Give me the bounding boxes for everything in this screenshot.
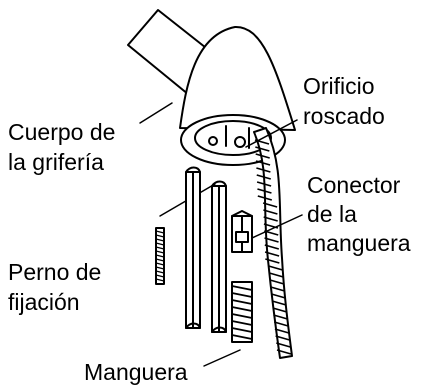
rib-line (255, 153, 270, 159)
label-mounting-stud-line2: fijación (8, 289, 80, 315)
rib-line (231, 313, 253, 319)
rib-line (257, 195, 273, 201)
rib-line (155, 270, 165, 274)
rib-line (155, 250, 165, 254)
rib-line (256, 167, 271, 173)
rib-line (269, 279, 285, 285)
rib-line (231, 292, 253, 298)
leader-hose (203, 349, 241, 367)
label-hose-line1: Manguera (84, 359, 188, 385)
hose-segment (231, 281, 253, 343)
label-hose-connector-line3: manguera (307, 230, 411, 256)
rib-line (270, 286, 285, 292)
rib-line (269, 272, 284, 278)
mounting-sleeve (185, 166, 201, 329)
rib-line (263, 209, 278, 215)
mounting-stud (155, 227, 165, 285)
hose-connector (231, 210, 253, 253)
leader-threaded-hole (245, 119, 298, 148)
rib-line (275, 335, 290, 341)
rib-line (256, 181, 272, 187)
label-mounting-stud-line1: Perno de (8, 259, 101, 285)
rib-line (155, 258, 165, 262)
rib-line (263, 216, 278, 222)
rib-line (268, 265, 283, 271)
rib-line (155, 246, 165, 250)
rib-line (231, 327, 253, 333)
rib-line (273, 321, 289, 327)
rib-line (256, 174, 271, 180)
rib-line (155, 242, 165, 246)
rib-line (155, 274, 165, 278)
faucet-body (179, 25, 296, 166)
rib-line (276, 349, 292, 355)
rib-line (264, 244, 280, 250)
rib-line (274, 328, 290, 334)
rib-line (262, 202, 278, 208)
rib-line (272, 307, 288, 313)
rib-line (231, 334, 253, 340)
rib-line (155, 262, 165, 266)
rib-line (271, 293, 286, 299)
label-threaded-hole-line1: Orificio (303, 73, 375, 99)
label-faucet-body-line2: la grifería (8, 149, 104, 175)
label-hose: Manguera (84, 359, 188, 385)
rib-line (155, 266, 165, 270)
label-threaded-hole: Orificio roscado (303, 73, 385, 129)
rib-line (155, 234, 165, 238)
rib-line (255, 146, 270, 152)
rib-line (276, 342, 291, 348)
rib-line (155, 230, 165, 234)
rib-line (231, 299, 253, 305)
rib-line (257, 188, 272, 194)
rib-line (231, 285, 253, 291)
rib-line (264, 237, 279, 243)
rib-line (231, 320, 253, 326)
label-faucet-body-line1: Cuerpo de (8, 119, 115, 145)
leader-hose-connector (251, 214, 303, 239)
rib-line (273, 314, 288, 320)
supply-tube (253, 127, 293, 359)
rib-line (155, 278, 165, 282)
rib-line (155, 254, 165, 258)
rib-line (255, 160, 271, 166)
rib-line (271, 300, 287, 306)
support-sleeve (211, 180, 227, 333)
label-mounting-stud: Perno de fijación (8, 259, 108, 315)
label-hose-connector: Conector de la manguera (307, 172, 411, 256)
label-hose-connector-line1: Conector (307, 172, 401, 198)
label-faucet-body: Cuerpo de la grifería (8, 119, 122, 175)
rib-line (265, 258, 280, 264)
leader-faucet-body (139, 102, 173, 124)
rib-line (155, 238, 165, 242)
rib-line (264, 251, 280, 257)
label-hose-connector-line2: de la (307, 201, 357, 227)
rib-line (231, 306, 253, 312)
label-threaded-hole-line2: roscado (303, 103, 385, 129)
